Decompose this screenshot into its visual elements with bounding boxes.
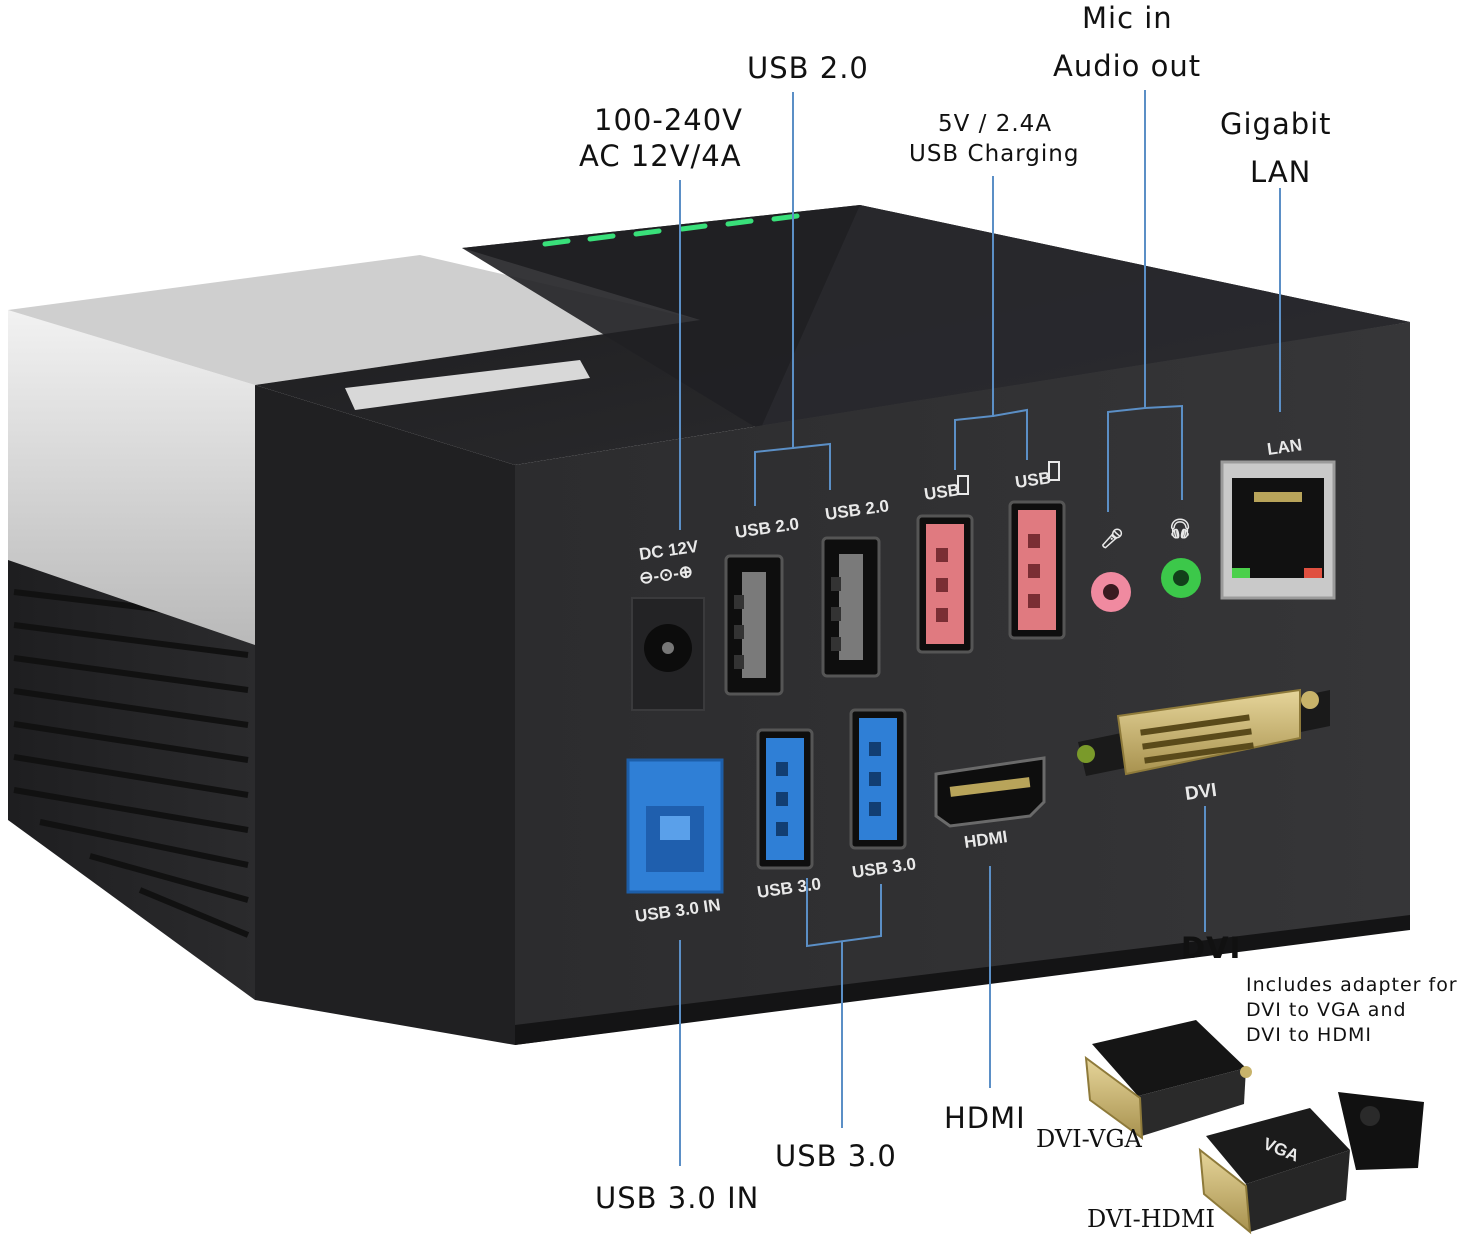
callout-mic-in: Mic in	[1082, 1, 1173, 35]
usb30-port-b: USB 3.0	[849, 708, 917, 882]
dvi-port: DVI	[1077, 688, 1330, 805]
usb20-port-a: USB 2.0	[724, 514, 800, 696]
audio-out-jack: 🎧︎	[1161, 518, 1201, 598]
callout-adapter-note-line1: Includes adapter for	[1246, 974, 1457, 996]
callout-dvi: DVI	[1181, 931, 1242, 965]
dock-base	[515, 915, 1410, 1045]
leader-charging	[954, 176, 994, 470]
callout-adapter-note-line2: DVI to VGA and	[1246, 999, 1407, 1021]
callout-charging-line2: USB Charging	[909, 141, 1080, 167]
leader-audio-branch	[1144, 404, 1183, 500]
callout-hdmi: HDMI	[944, 1101, 1026, 1135]
mic-jack: 🎤︎	[1091, 528, 1131, 612]
headphones-icon: 🎧︎	[1168, 518, 1192, 540]
dvi-gold-shell	[1116, 688, 1301, 776]
battery-icon	[957, 475, 969, 495]
usb30-port-a: USB 3.0	[756, 728, 822, 902]
top-glass	[462, 205, 1410, 430]
dock-left-side	[8, 560, 255, 1000]
panel-label-lan: LAN	[1266, 435, 1303, 459]
callout-charging-line1: 5V / 2.4A	[938, 111, 1053, 137]
battery-icon	[1048, 461, 1060, 481]
usb20-port-b: USB 2.0	[821, 496, 890, 678]
callout-usb30: USB 3.0	[775, 1139, 897, 1173]
callout-power-line2: AC 12V/4A	[579, 139, 742, 173]
leader-lines	[679, 90, 1281, 1166]
callout-adapter-note-line3: DVI to HDMI	[1246, 1024, 1372, 1046]
callout-dvi-hdmi: DVI-HDMI	[1087, 1205, 1215, 1233]
callout-audio-out: Audio out	[1053, 49, 1202, 83]
dock-front-panel	[515, 322, 1410, 1045]
hdmi-port: HDMI	[934, 756, 1046, 852]
top-sticker	[345, 360, 590, 410]
dvi-vga-gold-plug	[1084, 1055, 1144, 1141]
leader-usb20	[754, 92, 794, 506]
top-reflection	[760, 205, 1410, 430]
leader-charging-branch	[992, 408, 1028, 460]
dvi-hdmi-gold-plug	[1198, 1147, 1252, 1235]
dvi-vga-adapter	[1084, 1020, 1252, 1141]
microphone-icon: 🎤︎	[1100, 528, 1124, 550]
dock-body	[8, 205, 1410, 1045]
callout-usb30-in: USB 3.0 IN	[595, 1181, 760, 1215]
leader-usb20-branch	[792, 442, 831, 490]
lan-port: LAN	[1220, 435, 1336, 600]
dvi-pins	[1140, 714, 1254, 764]
callout-gigabit-line2: LAN	[1250, 155, 1312, 189]
panel-label-usb-charge-a: USB	[923, 480, 961, 504]
callout-dvi-vga: DVI-VGA	[1036, 1125, 1142, 1153]
panel-label-dvi: DVI	[1184, 780, 1218, 805]
callout-usb20: USB 2.0	[747, 51, 869, 85]
usb-charge-port-a: USB	[916, 475, 974, 654]
leader-usb30	[806, 878, 882, 948]
panel-label-usb-charge-b: USB	[1014, 468, 1052, 492]
dock-front	[255, 385, 515, 1045]
leader-audio	[1107, 90, 1146, 512]
silver-cap-side	[8, 310, 255, 645]
dvi-hdmi-adapter: VGA	[1198, 1092, 1424, 1235]
usb-charge-port-b: USB	[1008, 461, 1066, 640]
callout-power-line1: 100-240V	[594, 103, 744, 137]
callout-gigabit-line1: Gigabit	[1220, 107, 1332, 141]
